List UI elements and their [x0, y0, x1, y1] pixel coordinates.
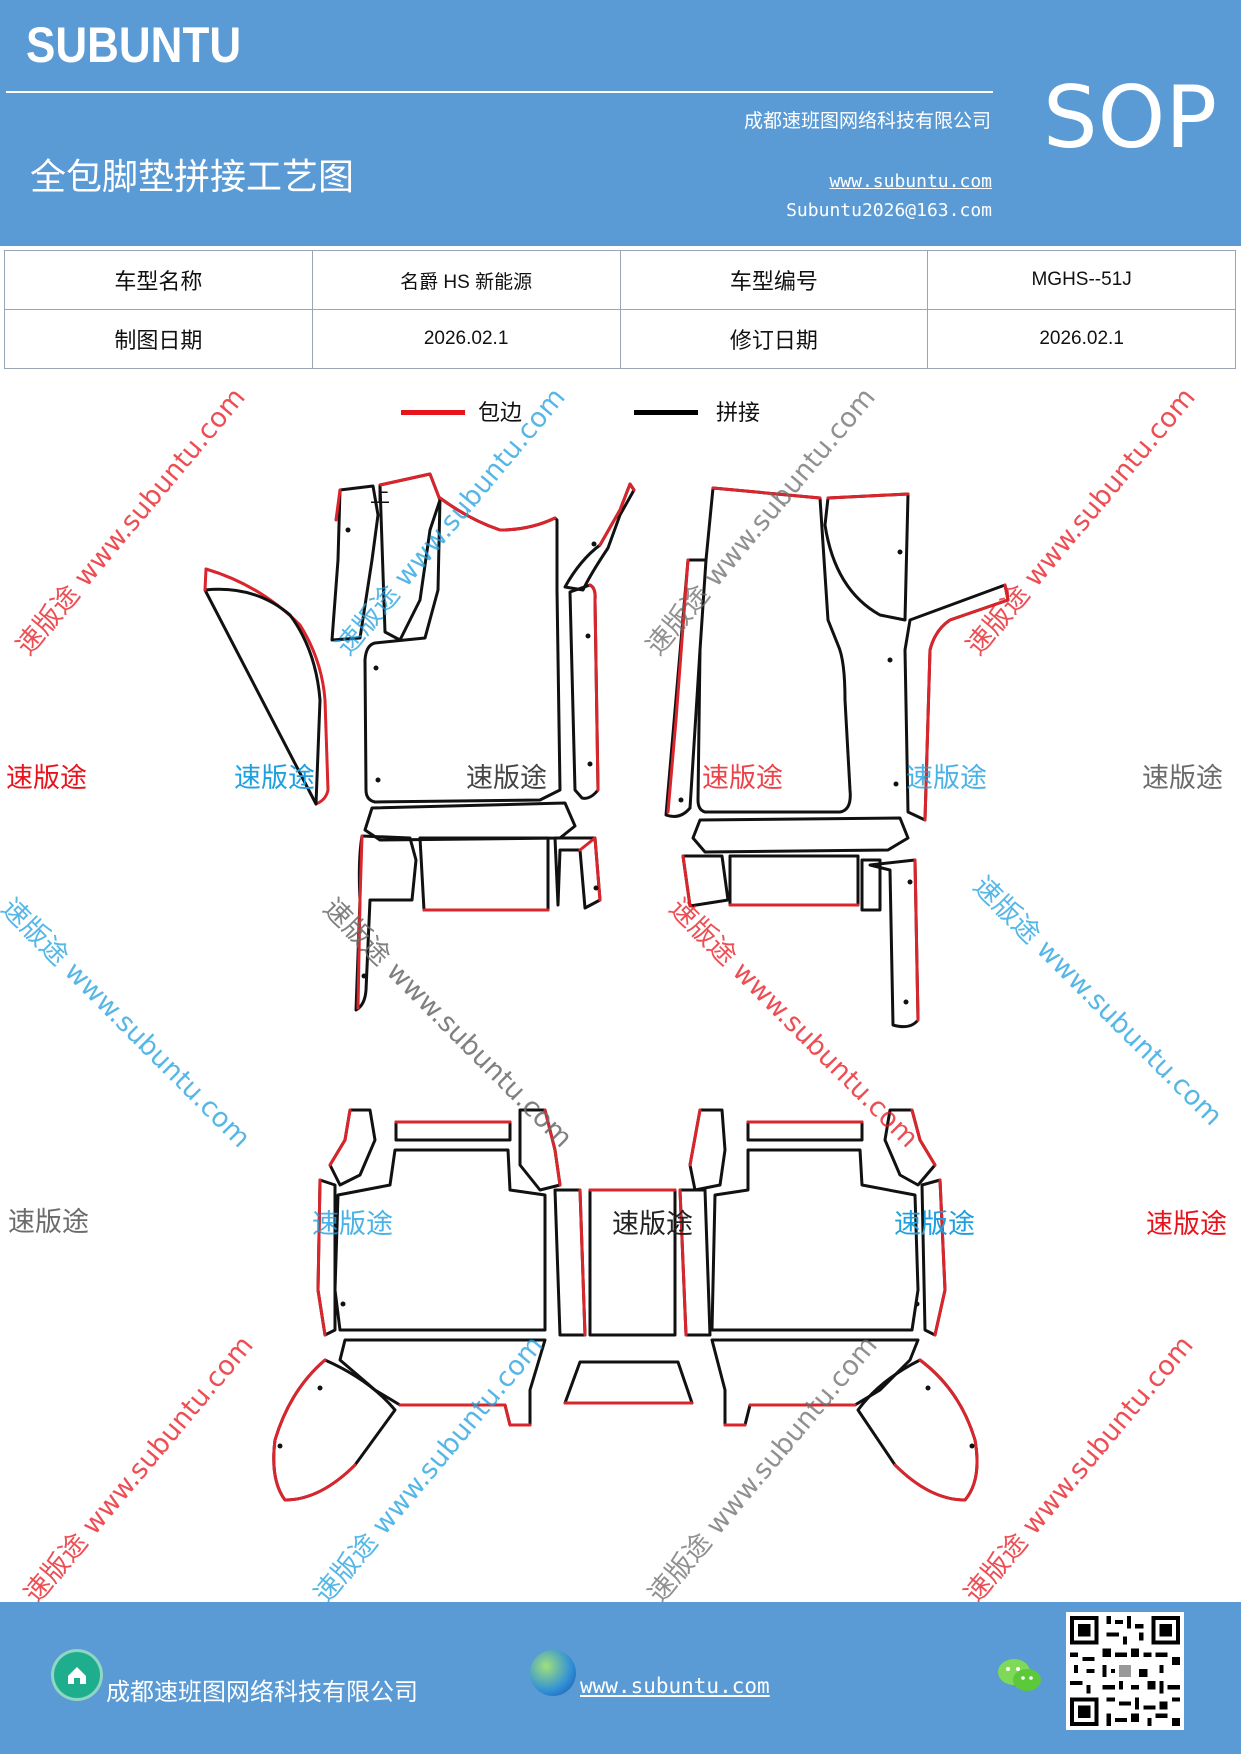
legend-edge-label: 包边 — [478, 401, 523, 426]
watermark: 速版途 — [466, 763, 547, 794]
header-email: Subuntu2026@163.com — [786, 200, 992, 221]
driver-front-mat: 上 — [203, 472, 636, 1012]
watermark: 速版途 — [234, 763, 315, 794]
watermark: 速版途 — [6, 763, 87, 794]
watermark: 速版途 — [906, 763, 987, 794]
orientation-mark: 上 — [370, 483, 390, 507]
draw-date-value: 2026.02.1 — [311, 309, 621, 369]
header-company: 成都速班图网络科技有限公司 — [743, 110, 991, 132]
footer-company: 成都速班图网络科技有限公司 — [106, 1678, 418, 1706]
watermark: 速版途 — [1142, 763, 1223, 794]
revise-date-value: 2026.02.1 — [927, 309, 1236, 369]
info-table: 车型名称 名爵 HS 新能源 车型编号 MGHS--51J 制图日期 2026.… — [4, 250, 1236, 369]
watermark: 速版途 — [894, 1209, 975, 1240]
watermark: 速版途 — [1146, 1209, 1227, 1240]
page-title: 全包脚垫拼接工艺图 — [30, 157, 355, 198]
watermark: 速版途 — [612, 1209, 693, 1240]
legend-edge-swatch — [401, 410, 465, 415]
passenger-front-mat — [664, 486, 1010, 1029]
qr-code — [1066, 1612, 1184, 1730]
draw-date-label: 制图日期 — [4, 309, 313, 369]
header-website-link[interactable]: www.subuntu.com — [829, 171, 992, 192]
header-banner: SUBUNTU 成都速班图网络科技有限公司 SOP 全包脚垫拼接工艺图 www.… — [0, 0, 1241, 246]
table-row: 制图日期 2026.02.1 修订日期 2026.02.1 — [4, 309, 1236, 369]
footer-banner: 成都速班图网络科技有限公司 www.subuntu.com — [0, 1602, 1241, 1754]
rear-mat — [272, 1108, 979, 1502]
header-divider — [6, 91, 993, 93]
sop-label: SOP — [1043, 68, 1218, 168]
watermark: 速版途 — [312, 1209, 393, 1240]
legend-joint-swatch — [634, 410, 698, 415]
model-name-value: 名爵 HS 新能源 — [311, 250, 621, 310]
model-name-label: 车型名称 — [4, 250, 313, 310]
wechat-icon[interactable] — [996, 1656, 1044, 1696]
revise-date-label: 修订日期 — [619, 309, 929, 369]
footer-website-link[interactable]: www.subuntu.com — [580, 1674, 770, 1698]
home-icon — [54, 1652, 100, 1698]
brand-logo: SUBUNTU — [26, 17, 242, 73]
model-code-label: 车型编号 — [619, 250, 929, 310]
legend-joint-label: 拼接 — [716, 401, 761, 426]
watermark: 速版途 — [702, 763, 783, 794]
globe-icon — [530, 1650, 576, 1696]
watermark: 速版途 — [8, 1207, 89, 1238]
